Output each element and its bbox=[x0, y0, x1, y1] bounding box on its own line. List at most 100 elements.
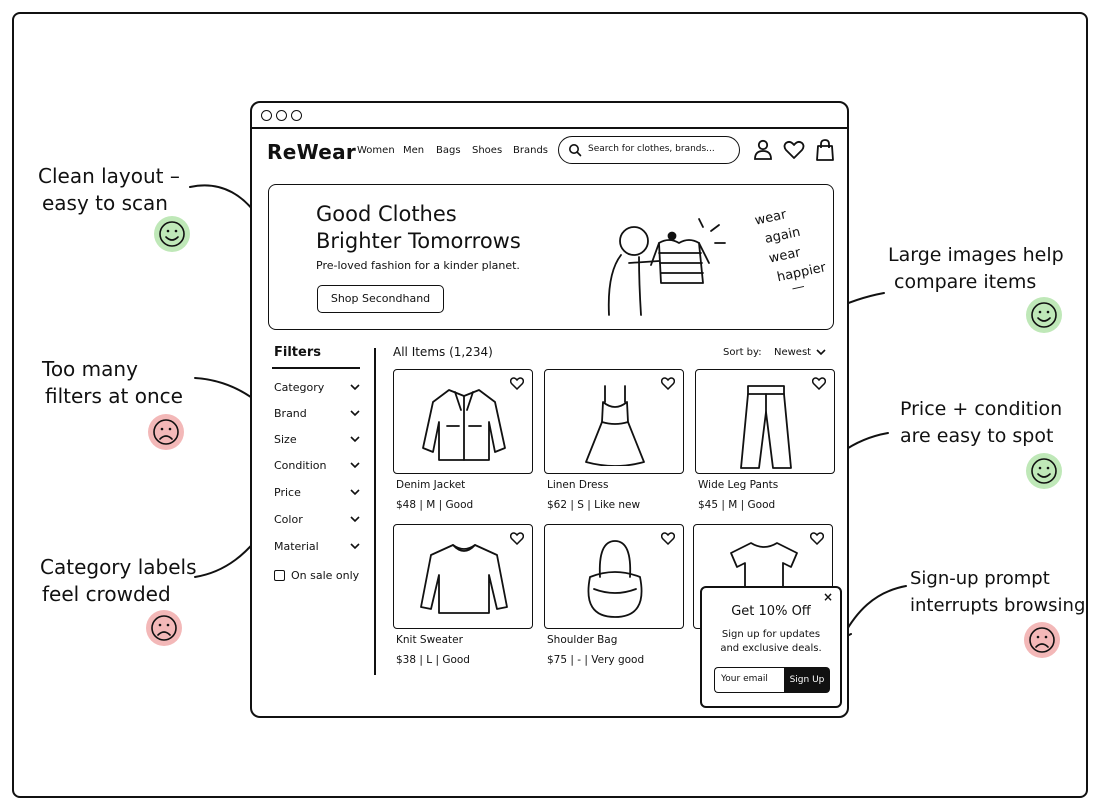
sign-up-button[interactable]: Sign Up bbox=[784, 667, 830, 693]
search-icon bbox=[569, 144, 582, 157]
smiley-face-icon bbox=[1026, 453, 1062, 489]
browser-window: ReWear Women Men Bags Shoes Brands Searc… bbox=[250, 101, 849, 718]
annotation-signup-prompt: Sign-up prompt interrupts browsing bbox=[910, 565, 1085, 619]
hero-title-line: Good Clothes bbox=[316, 202, 457, 226]
handbag-icon bbox=[587, 540, 643, 618]
hero-title: Good Clothes Brighter Tomorrows bbox=[316, 201, 521, 255]
sort-select[interactable]: Newest bbox=[774, 347, 812, 358]
shop-secondhand-button[interactable]: Shop Secondhand bbox=[317, 285, 444, 313]
filter-label: Material bbox=[274, 540, 319, 553]
product-name: Linen Dress bbox=[547, 479, 609, 491]
chevron-down-icon bbox=[350, 436, 360, 443]
dress-icon bbox=[585, 385, 645, 466]
window-maximize-dot[interactable] bbox=[291, 110, 302, 121]
product-image[interactable] bbox=[695, 369, 835, 474]
heart-icon[interactable] bbox=[810, 532, 824, 545]
annotation-line: Large images help bbox=[888, 244, 1064, 266]
filter-label: Category bbox=[274, 381, 325, 394]
product-meta: $75 | - | Very good bbox=[547, 654, 645, 666]
shopping-bag-icon[interactable] bbox=[815, 139, 835, 161]
filter-label: Brand bbox=[274, 407, 307, 420]
product-name: Knit Sweater bbox=[396, 634, 463, 646]
smiley-face-icon bbox=[154, 216, 190, 252]
popup-body-line: and exclusive deals. bbox=[720, 643, 822, 654]
product-name: Wide Leg Pants bbox=[698, 479, 779, 491]
heart-icon[interactable] bbox=[661, 532, 675, 545]
annotation-line: Category labels bbox=[40, 555, 197, 579]
product-image[interactable] bbox=[393, 524, 533, 629]
sweater-icon bbox=[420, 544, 508, 614]
filter-label: Color bbox=[274, 513, 303, 526]
product-image[interactable] bbox=[544, 524, 684, 629]
filters-divider bbox=[272, 367, 360, 369]
annotation-clean-layout: Clean layout – easy to scan bbox=[38, 163, 180, 217]
window-close-dot[interactable] bbox=[261, 110, 272, 121]
chevron-down-icon bbox=[350, 516, 360, 523]
sketch-frame bbox=[12, 12, 1088, 798]
chevron-down-icon[interactable] bbox=[816, 348, 826, 356]
hero-subtitle: Pre-loved fashion for a kinder planet. bbox=[316, 259, 520, 272]
filter-label: Price bbox=[274, 486, 301, 499]
window-titlebar bbox=[252, 103, 847, 129]
nav-link-shoes[interactable]: Shoes bbox=[472, 145, 503, 156]
nav-link-bags[interactable]: Bags bbox=[436, 145, 461, 156]
chevron-down-icon bbox=[350, 410, 360, 417]
popup-body-line: Sign up for updates bbox=[721, 629, 821, 640]
annotation-line: compare items bbox=[894, 271, 1037, 293]
popup-body: Sign up for updates and exclusive deals. bbox=[710, 628, 832, 656]
site-logo[interactable]: ReWear bbox=[267, 140, 357, 164]
product-meta: $45 | M | Good bbox=[698, 499, 776, 511]
hero-handwritten-note: wear again wear happier — bbox=[753, 200, 831, 304]
filters-title: Filters bbox=[274, 345, 321, 360]
product-meta: $48 | M | Good bbox=[396, 499, 474, 511]
checkbox-box[interactable] bbox=[274, 570, 285, 581]
all-items-heading: All Items (1,234) bbox=[393, 345, 493, 359]
chevron-down-icon bbox=[350, 384, 360, 391]
tshirt-icon bbox=[730, 542, 798, 597]
annotation-large-images: Large images help compare items bbox=[888, 242, 1064, 296]
annotation-line: interrupts browsing bbox=[910, 595, 1086, 616]
nav-link-brands[interactable]: Brands bbox=[513, 145, 548, 156]
heart-icon[interactable] bbox=[812, 377, 826, 390]
user-icon[interactable] bbox=[753, 139, 773, 161]
heart-icon[interactable] bbox=[783, 139, 805, 161]
annotation-line: Clean layout – bbox=[38, 164, 180, 188]
hero-title-line: Brighter Tomorrows bbox=[316, 229, 521, 253]
email-field[interactable]: Your email bbox=[714, 667, 786, 693]
sidebar-divider bbox=[374, 348, 376, 675]
jacket-icon bbox=[422, 389, 506, 461]
annotation-line: Price + condition bbox=[900, 398, 1063, 420]
smiley-face-icon bbox=[1026, 297, 1062, 333]
annotation-category-labels: Category labels feel crowded bbox=[40, 554, 197, 608]
signup-popup: × Get 10% Off Sign up for updates and ex… bbox=[700, 586, 842, 708]
search-input[interactable]: Search for clothes, brands... bbox=[558, 136, 740, 164]
popup-title: Get 10% Off bbox=[731, 604, 811, 619]
search-placeholder: Search for clothes, brands... bbox=[588, 144, 715, 154]
chevron-down-icon bbox=[350, 489, 360, 496]
annotation-price-condition: Price + condition are easy to spot bbox=[900, 396, 1062, 450]
filter-label: Size bbox=[274, 433, 297, 446]
product-name: Shoulder Bag bbox=[547, 634, 618, 646]
arrow-signup bbox=[841, 585, 907, 639]
annotation-line: filters at once bbox=[45, 384, 183, 408]
close-icon[interactable]: × bbox=[822, 590, 833, 604]
heart-icon[interactable] bbox=[661, 377, 675, 390]
person-holding-sweater-illustration bbox=[607, 218, 726, 316]
nav-link-men[interactable]: Men bbox=[403, 145, 425, 156]
annotation-too-many-filters: Too many filters at once bbox=[42, 356, 183, 410]
nav-link-women[interactable]: Women bbox=[357, 145, 395, 156]
heart-icon[interactable] bbox=[510, 377, 524, 390]
filter-label: Condition bbox=[274, 459, 327, 472]
product-image[interactable] bbox=[393, 369, 533, 474]
chevron-down-icon bbox=[350, 462, 360, 469]
sad-face-icon bbox=[1024, 622, 1060, 658]
product-image[interactable] bbox=[544, 369, 684, 474]
heart-icon[interactable] bbox=[510, 532, 524, 545]
sort-by-label: Sort by: bbox=[723, 347, 762, 358]
window-minimize-dot[interactable] bbox=[276, 110, 287, 121]
sad-face-icon bbox=[146, 610, 182, 646]
pants-icon bbox=[740, 385, 792, 469]
chevron-down-icon bbox=[350, 543, 360, 550]
annotation-line: easy to scan bbox=[42, 191, 168, 215]
annotation-line: Too many bbox=[42, 357, 138, 381]
